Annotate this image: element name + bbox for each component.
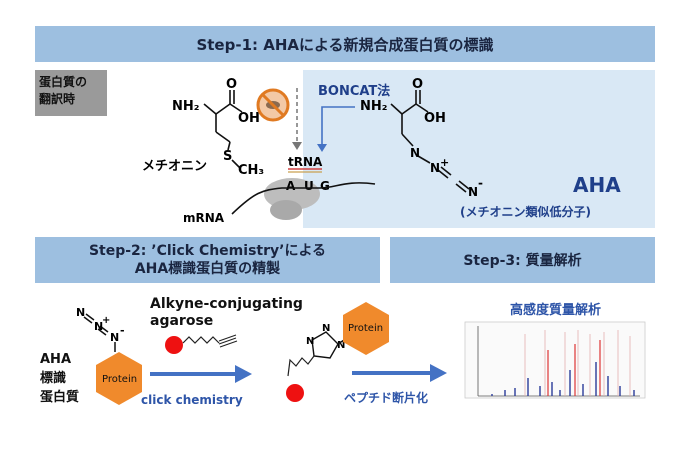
azide-plus: +	[102, 315, 110, 326]
step1-title: Step-1: AHAによる新規合成蛋白質の標識	[196, 35, 494, 54]
dashed-arrow-head	[292, 142, 302, 150]
met-o: O	[226, 77, 237, 92]
azide-n2: N	[94, 320, 103, 333]
aha-nh2: NH₂	[360, 99, 387, 114]
translation-label-line2: 翻訳時	[39, 92, 76, 106]
alkyne-line2: agarose	[150, 313, 214, 329]
peptide-label: ペプチド断片化	[344, 390, 428, 405]
mrna-strand	[231, 182, 376, 215]
triazole-n1: N	[306, 336, 314, 347]
ms-title: 高感度質量解析	[510, 303, 602, 318]
codon-a: A	[286, 179, 296, 193]
no-entry-icon	[256, 88, 290, 122]
met-ch3: CH₃	[238, 163, 264, 178]
aha-name: AHA	[573, 173, 621, 197]
aha-panel	[303, 70, 655, 228]
translation-label-box: 蛋白質の 翻訳時	[35, 70, 107, 116]
aha-desc: (メチオニン類似低分子)	[460, 204, 591, 219]
mrna-label: mRNA	[183, 211, 225, 225]
boncat-label: BONCAT法	[318, 83, 390, 99]
aha-plus: +	[440, 156, 449, 169]
protein-label-right: Protein	[348, 323, 383, 334]
left-label-line2: 標識	[40, 371, 67, 386]
boncat-arrow-head	[317, 144, 327, 152]
agarose-bead-icon	[165, 336, 183, 354]
codon-u: U	[304, 179, 314, 193]
alkyne-linker	[182, 336, 220, 344]
agarose-bead-right-icon	[286, 384, 304, 402]
alkyne-triple-2	[218, 337, 237, 345]
aha-o: O	[412, 77, 423, 92]
triazole-n2: N	[322, 323, 330, 334]
alkyne-line1: Alkyne-conjugating	[150, 296, 303, 312]
spectrum-icon	[464, 321, 646, 399]
azide-minus: -	[120, 324, 125, 337]
met-nh2: NH₂	[172, 99, 199, 114]
trna-label: tRNA	[288, 155, 323, 169]
triazole-linker	[287, 355, 315, 377]
protein-hexagon-right-icon	[343, 302, 389, 355]
methionine-structure	[203, 90, 243, 169]
protein-hexagon-icon	[96, 352, 142, 405]
alkyne-triple-3	[219, 340, 238, 348]
step3-title: Step-3: 質量解析	[463, 253, 582, 269]
aha-oh: OH	[424, 111, 446, 126]
met-s: S	[223, 149, 232, 164]
azide-n1: N	[76, 306, 85, 319]
left-label: AHA 標識 蛋白質	[40, 350, 79, 407]
met-oh: OH	[238, 111, 260, 126]
alkyne-label: Alkyne-conjugating agarose	[150, 296, 303, 330]
aha-n3: N	[468, 185, 478, 199]
step2-line2: AHA標識蛋白質の精製	[134, 261, 281, 277]
aha-n2: N	[430, 161, 440, 175]
codon-g: G	[320, 179, 330, 193]
triazole-n3: N	[337, 340, 345, 351]
azide-group	[83, 313, 116, 352]
peptide-arrow-icon	[430, 364, 447, 382]
step3-header: Step-3: 質量解析	[390, 237, 655, 283]
step2-header: Step-2: ’Click Chemistry’による AHA標識蛋白質の精製	[35, 237, 380, 283]
aha-structure	[390, 90, 470, 193]
protein-label-left: Protein	[102, 374, 137, 385]
left-label-line3: 蛋白質	[40, 390, 80, 405]
click-label: click chemistry	[141, 393, 243, 407]
step2-line1: Step-2: ’Click Chemistry’による	[88, 243, 327, 259]
translation-label-line1: 蛋白質の	[39, 75, 88, 89]
methionine-name: メチオニン	[142, 159, 207, 174]
left-label-line1: AHA	[40, 352, 72, 367]
triazole-ring	[311, 331, 339, 359]
aha-minus: -	[478, 176, 483, 190]
boncat-arrow	[321, 106, 355, 146]
step1-header: Step-1: AHAによる新規合成蛋白質の標識	[35, 26, 655, 62]
right-arrow-icon	[235, 365, 252, 383]
ribosome	[264, 178, 320, 220]
alkyne-triple-1	[218, 334, 237, 342]
aha-n1: N	[410, 146, 420, 160]
azide-n3: N	[110, 331, 119, 344]
